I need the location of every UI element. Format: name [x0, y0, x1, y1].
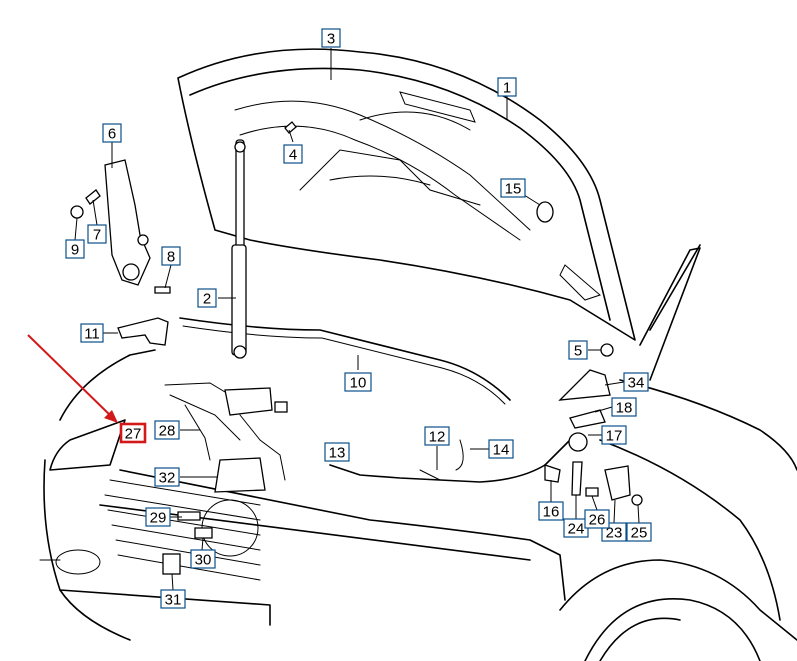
callout-box: [497, 77, 517, 97]
callout-25: 25: [626, 522, 652, 542]
callout-box: [626, 522, 652, 542]
callout-box: [154, 467, 180, 487]
callout-box: [424, 426, 450, 446]
callout-27: 27: [119, 422, 147, 444]
callout-number: 18: [616, 400, 633, 417]
callout-number: 13: [329, 445, 346, 462]
callout-box: [500, 178, 526, 198]
callout-15: 15: [500, 178, 526, 198]
callout-box: [538, 501, 564, 521]
callout-number: 4: [289, 147, 297, 164]
callout-box: [568, 340, 588, 360]
highlight-arrow: [27, 334, 118, 423]
vehicle-body: [39, 244, 797, 661]
callout-5: 5: [568, 340, 588, 360]
callout-box: [87, 224, 107, 244]
callout-11: 11: [80, 323, 104, 343]
callout-9: 9: [65, 239, 85, 259]
callout-number: 26: [589, 512, 606, 529]
callout-10: 10: [344, 372, 372, 392]
callout-number: 17: [606, 428, 623, 445]
callout-number: 6: [108, 126, 116, 143]
callout-8: 8: [161, 246, 181, 266]
gas-strut: [231, 139, 247, 359]
callout-number: 7: [93, 227, 101, 244]
callout-box: [344, 372, 372, 392]
callout-3: 3: [321, 28, 341, 48]
callout-number: 34: [628, 375, 645, 392]
callout-number: 8: [167, 249, 175, 266]
callout-number: 30: [195, 552, 212, 569]
callout-number: 10: [350, 375, 367, 392]
callout-number: 9: [71, 242, 79, 259]
callout-29: 29: [145, 507, 171, 527]
callout-number: 25: [631, 525, 648, 542]
callout-box: [601, 425, 627, 445]
callout-box: [80, 323, 104, 343]
callout-13: 13: [324, 442, 350, 462]
callout-box: [197, 288, 217, 308]
leader-lines: [74, 48, 640, 591]
callout-1: 1: [497, 77, 517, 97]
callout-box: [160, 589, 186, 609]
callout-number: 2: [203, 291, 211, 308]
bracket: [117, 317, 169, 346]
right-side-parts: [455, 201, 643, 506]
callout-number: 16: [543, 504, 560, 521]
release-cable: [329, 439, 571, 483]
callout-26: 26: [584, 509, 610, 529]
callout-box: [154, 420, 180, 440]
callout-box: [324, 442, 350, 462]
callout-31: 31: [160, 589, 186, 609]
callout-box: [611, 397, 637, 417]
callout-34: 34: [623, 372, 649, 392]
callout-24: 24: [563, 518, 589, 538]
callout-box: [145, 507, 171, 527]
hood-hinge: [70, 159, 171, 294]
callout-box: [623, 372, 649, 392]
callout-28: 28: [154, 420, 180, 440]
callout-number: 29: [150, 510, 167, 527]
callout-number: 31: [165, 592, 182, 609]
callout-2: 2: [197, 288, 217, 308]
callout-32: 32: [154, 467, 180, 487]
bolts: [162, 121, 599, 575]
hood-lock-assembly: [164, 382, 288, 493]
callout-number: 12: [429, 429, 446, 446]
callout-box: [283, 144, 303, 164]
callout-17: 17: [601, 425, 627, 445]
callout-box: [321, 28, 341, 48]
callout-16: 16: [538, 501, 564, 521]
callout-30: 30: [190, 549, 216, 569]
callout-number: 24: [568, 521, 585, 538]
callout-number: 5: [574, 343, 582, 360]
callout-number: 23: [606, 525, 623, 542]
callout-number: 15: [505, 181, 522, 198]
callout-box: [102, 123, 122, 143]
callout-7: 7: [87, 224, 107, 244]
callout-box: [488, 439, 514, 459]
callout-6: 6: [102, 123, 122, 143]
callout-number: 1: [503, 80, 511, 97]
callout-number: 14: [493, 442, 510, 459]
callout-number: 28: [159, 423, 176, 440]
callout-12: 12: [424, 426, 450, 446]
callout-14: 14: [488, 439, 514, 459]
callout-box: [65, 239, 85, 259]
callout-number: 3: [327, 31, 335, 48]
callout-4: 4: [283, 144, 303, 164]
callout-box: [161, 246, 181, 266]
callout-box: [190, 549, 216, 569]
callout-box: [584, 509, 610, 529]
callout-number: 27: [125, 426, 142, 443]
callout-number: 32: [159, 470, 176, 487]
callout-18: 18: [611, 397, 637, 417]
callout-number: 11: [84, 326, 100, 343]
callout-box: [119, 422, 147, 444]
